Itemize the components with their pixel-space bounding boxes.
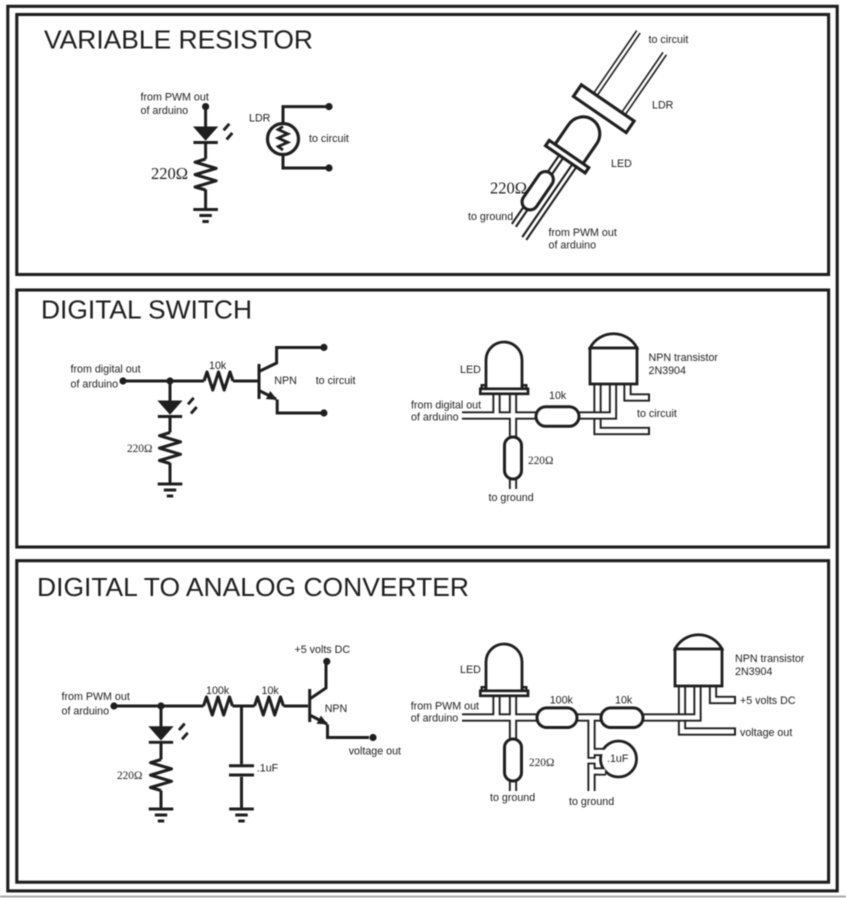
svg-text:100k: 100k <box>206 685 230 697</box>
svg-text:from digital out: from digital out <box>411 400 481 412</box>
svg-text:NPN transistor: NPN transistor <box>649 352 719 364</box>
svg-text:100k: 100k <box>550 695 574 707</box>
svg-text:DIGITAL TO ANALOG CONVERTER: DIGITAL TO ANALOG CONVERTER <box>37 572 469 602</box>
svg-text:of arduino: of arduino <box>141 105 189 117</box>
svg-text:of arduino: of arduino <box>411 412 459 424</box>
svg-text:+5 volts DC: +5 volts DC <box>740 695 796 707</box>
svg-text:NPN transistor: NPN transistor <box>735 653 805 665</box>
svg-text:to ground: to ground <box>569 796 614 808</box>
svg-text:220Ω: 220Ω <box>127 443 152 455</box>
svg-text:10k: 10k <box>615 695 633 707</box>
svg-text:+5 volts DC: +5 volts DC <box>295 644 351 656</box>
svg-text:LED: LED <box>460 364 481 376</box>
svg-text:of arduino: of arduino <box>62 706 110 718</box>
svg-text:from PWM out: from PWM out <box>549 227 617 239</box>
svg-text:to ground: to ground <box>468 211 513 223</box>
svg-text:.1uF: .1uF <box>607 753 629 765</box>
svg-text:2N3904: 2N3904 <box>649 365 686 377</box>
svg-text:of arduino: of arduino <box>549 240 597 252</box>
svg-text:10k: 10k <box>549 390 567 402</box>
svg-text:from PWM out: from PWM out <box>141 92 209 104</box>
svg-text:LED: LED <box>460 664 481 676</box>
svg-text:LDR: LDR <box>652 100 674 112</box>
svg-text:from digital out: from digital out <box>71 364 141 376</box>
svg-text:10k: 10k <box>209 360 227 372</box>
svg-text:LED: LED <box>611 158 632 170</box>
svg-text:2N3904: 2N3904 <box>735 666 772 678</box>
svg-text:to circuit: to circuit <box>316 375 356 387</box>
svg-text:from PWM out: from PWM out <box>411 701 479 713</box>
svg-text:to ground: to ground <box>489 492 534 504</box>
svg-text:NPN: NPN <box>325 703 348 715</box>
svg-text:VARIABLE RESISTOR: VARIABLE RESISTOR <box>44 25 313 55</box>
svg-text:220Ω: 220Ω <box>529 757 554 769</box>
svg-text:voltage out: voltage out <box>740 727 792 739</box>
svg-text:220Ω: 220Ω <box>490 179 527 198</box>
svg-text:to circuit: to circuit <box>637 408 677 420</box>
svg-text:DIGITAL SWITCH: DIGITAL SWITCH <box>41 294 252 324</box>
svg-text:LDR: LDR <box>249 113 271 125</box>
svg-text:to circuit: to circuit <box>649 34 689 46</box>
svg-text:NPN: NPN <box>274 375 297 387</box>
svg-text:to circuit: to circuit <box>309 133 349 145</box>
svg-text:10k: 10k <box>262 685 280 697</box>
svg-text:voltage out: voltage out <box>349 746 401 758</box>
svg-text:from PWM out: from PWM out <box>62 691 130 703</box>
svg-text:of arduino: of arduino <box>411 713 459 725</box>
svg-text:of arduino: of arduino <box>71 379 119 391</box>
svg-text:.1uF: .1uF <box>257 763 279 775</box>
svg-text:220Ω: 220Ω <box>151 164 188 183</box>
svg-text:to ground: to ground <box>490 792 535 804</box>
svg-text:220Ω: 220Ω <box>528 455 553 467</box>
svg-text:220Ω: 220Ω <box>117 770 142 782</box>
